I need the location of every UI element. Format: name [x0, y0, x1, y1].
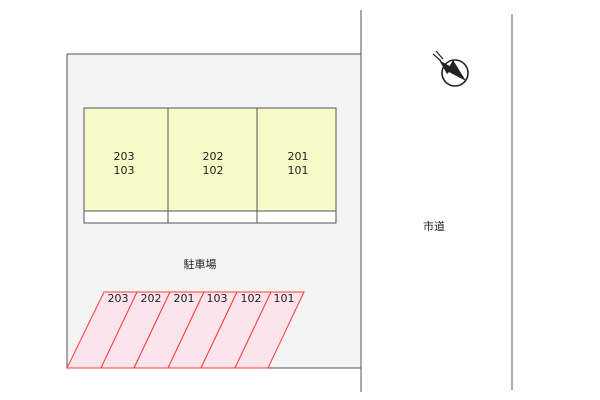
parking-space-label: 203: [108, 292, 129, 305]
unit-lower-label: 101: [288, 164, 309, 177]
unit-upper-label: 201: [288, 150, 309, 163]
unit-upper-label: 203: [114, 150, 135, 163]
parking-space-label: 103: [207, 292, 228, 305]
north-arrow-icon: [432, 50, 469, 87]
parking-label: 駐車場: [184, 257, 217, 271]
building-balcony: [83, 210, 337, 224]
unit-lower-label: 102: [203, 164, 224, 177]
parking-space-label: 201: [174, 292, 195, 305]
parking-space-label: 202: [141, 292, 162, 305]
unit-upper-label: 202: [203, 150, 224, 163]
unit-lower-label: 103: [114, 164, 135, 177]
parking-space-label: 101: [274, 292, 295, 305]
building: 203 103 202 102 201 101: [83, 107, 337, 224]
road-label: 市道: [423, 219, 445, 233]
parking-area: 203 202 201 103 102 101: [66, 291, 305, 369]
parking-space: [234, 291, 305, 369]
parking-space-label: 102: [241, 292, 262, 305]
